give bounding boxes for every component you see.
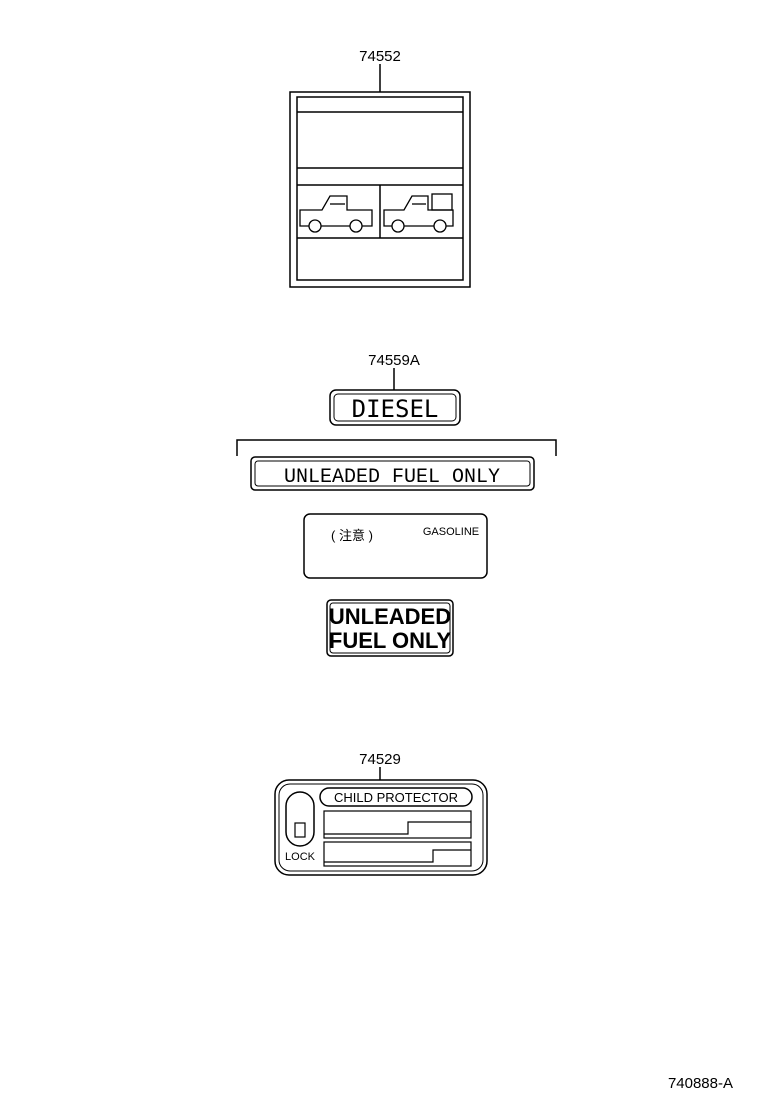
unleaded-fuel-only-text: UNLEADED FUEL ONLY: [284, 466, 500, 489]
diagram-code: 740888-A: [668, 1075, 733, 1092]
unleaded-line2-text: FUEL ONLY: [329, 628, 452, 653]
canopy-truck-icon: [383, 193, 454, 233]
part-number-74552: 74552: [359, 48, 401, 65]
pickup-truck-icon: [299, 195, 373, 233]
unleaded-fuel-only-label: [250, 456, 535, 491]
child-protector-text: CHILD PROTECTOR: [334, 790, 458, 805]
diesel-label: [329, 389, 461, 426]
unleaded-fuel-only-square-label: [326, 599, 454, 657]
unleaded-line1-text: UNLEADED: [329, 604, 451, 629]
caution-jp-text: ( 注意 ): [331, 528, 373, 543]
lock-switch-icon: [285, 791, 315, 847]
group-bracket: [236, 439, 557, 456]
caution-gasoline-label: [303, 513, 488, 579]
part-number-74559a: 74559A: [368, 352, 420, 369]
label-74552-vehicle-diagram: [289, 91, 471, 288]
lock-text: LOCK: [285, 851, 316, 863]
diesel-text: DIESEL: [352, 395, 439, 423]
gasoline-text: GASOLINE: [423, 526, 479, 538]
child-protector-label: [274, 779, 488, 876]
lock-position-diagram: [323, 810, 472, 867]
part-number-74529: 74529: [359, 751, 401, 768]
